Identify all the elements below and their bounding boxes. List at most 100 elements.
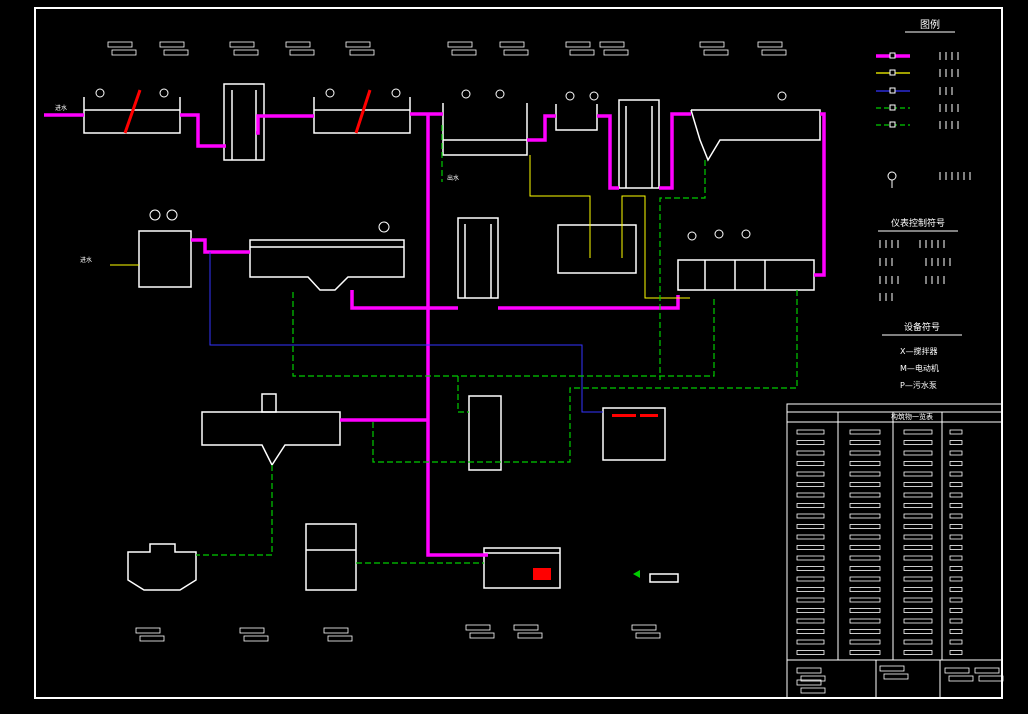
green-pipes: [196, 125, 798, 564]
table-cell-stub: [796, 492, 825, 498]
table-cell-stub: [903, 471, 933, 477]
table-cell-stub: [949, 597, 963, 603]
table-cell-stub: [796, 471, 825, 477]
table-cell-stub: [849, 618, 881, 624]
label-stub: [800, 675, 826, 682]
table-cell-stub: [849, 555, 881, 561]
table-cell-stub: [949, 555, 963, 561]
label-stub: [239, 627, 265, 634]
table-cell-stub: [903, 608, 933, 613]
table-cell-stub: [849, 534, 881, 540]
equipment-legend-title: 设备符号: [904, 321, 940, 333]
label-stub: [289, 49, 315, 56]
mixer-blade-2: [354, 89, 372, 134]
label-stub: [499, 41, 525, 48]
table-cell-stub: [796, 566, 825, 571]
inlet-label-2: 进水: [80, 256, 92, 264]
label-stub: [451, 49, 477, 56]
table-cell-stub: [849, 545, 881, 550]
table-cell-stub: [903, 597, 933, 603]
table-cell-stub: [949, 524, 963, 529]
table-cell-stub: [796, 618, 825, 624]
label-stub: [757, 41, 783, 48]
return-pipes: [209, 252, 603, 413]
table-cell-stub: [849, 513, 881, 519]
label-stub: [163, 49, 189, 56]
label-stub: [796, 667, 822, 674]
table-cell-stub: [903, 503, 933, 508]
label-stub: [699, 41, 725, 48]
label-stub: [599, 41, 625, 48]
table-cell-stub: [903, 524, 933, 529]
table-cell-stub: [903, 482, 933, 487]
table-cell-stub: [949, 587, 963, 592]
equipment-table: [787, 411, 1002, 698]
table-cell-stub: [903, 513, 933, 519]
table-cell-stub: [849, 629, 881, 634]
table-cell-stub: [949, 482, 963, 487]
table-cell-stub: [849, 639, 881, 645]
label-stub: [948, 675, 974, 682]
table-title: 构筑物一览表: [891, 412, 933, 421]
table-cell-stub: [903, 555, 933, 561]
label-stub: [135, 627, 161, 634]
instrument-legend-title: 仪表控制符号: [891, 217, 945, 229]
outlet-arrow: [633, 570, 640, 578]
instrument-symbols: [879, 240, 951, 301]
table-cell-stub: [796, 440, 825, 445]
label-stub: [327, 635, 353, 642]
inlet-label-1: 进水: [55, 104, 67, 112]
equipment-item-m: M—电动机: [900, 363, 939, 373]
label-stub: [603, 49, 629, 56]
table-cell-stub: [903, 461, 933, 466]
pump-equipment-3: [640, 414, 658, 417]
table-cell-stub: [849, 461, 881, 466]
label-stub: [111, 49, 137, 56]
label-stub: [233, 49, 259, 56]
table-cell-stub: [849, 608, 881, 613]
label-stub: [517, 632, 543, 639]
label-stub: [469, 632, 495, 639]
table-cell-stub: [849, 566, 881, 571]
table-cell-stub: [796, 650, 825, 655]
table-cell-stub: [796, 555, 825, 561]
table-cell-stub: [849, 503, 881, 508]
label-stub: [631, 624, 657, 631]
table-cell-stub: [949, 461, 963, 466]
label-stub: [345, 41, 371, 48]
label-stub: [159, 41, 185, 48]
pump-equipment-2: [612, 414, 636, 417]
table-cell-stub: [949, 566, 963, 571]
table-cell-stub: [796, 576, 825, 582]
table-cell-stub: [796, 503, 825, 508]
top-structures: [83, 83, 821, 189]
table-cell-stub: [949, 545, 963, 550]
table-cell-stub: [849, 650, 881, 655]
table-cell-stub: [949, 639, 963, 645]
label-stub: [800, 687, 826, 694]
label-stub: [447, 41, 473, 48]
table-cell-stub: [849, 450, 881, 456]
table-cell-stub: [796, 513, 825, 519]
table-cell-stub: [903, 618, 933, 624]
table-cell-stub: [849, 440, 881, 445]
table-cell-stub: [796, 587, 825, 592]
table-cell-stub: [796, 545, 825, 550]
table-cell-stub: [849, 597, 881, 603]
label-stub: [569, 49, 595, 56]
legend-text-stubs: [887, 52, 971, 188]
table-cell-stub: [796, 524, 825, 529]
label-stub: [243, 635, 269, 642]
table-cell-stub: [903, 576, 933, 582]
table-cell-stub: [949, 608, 963, 613]
table-cell-stub: [849, 524, 881, 529]
outlet-label: 出水: [447, 174, 459, 182]
table-cell-stub: [903, 566, 933, 571]
label-stub: [229, 41, 255, 48]
table-cell-stub: [949, 629, 963, 634]
label-stub: [107, 41, 133, 48]
table-cell-stub: [796, 608, 825, 613]
table-cell-stub: [903, 629, 933, 634]
label-stub: [883, 673, 909, 680]
title-block-border: [786, 403, 1003, 699]
